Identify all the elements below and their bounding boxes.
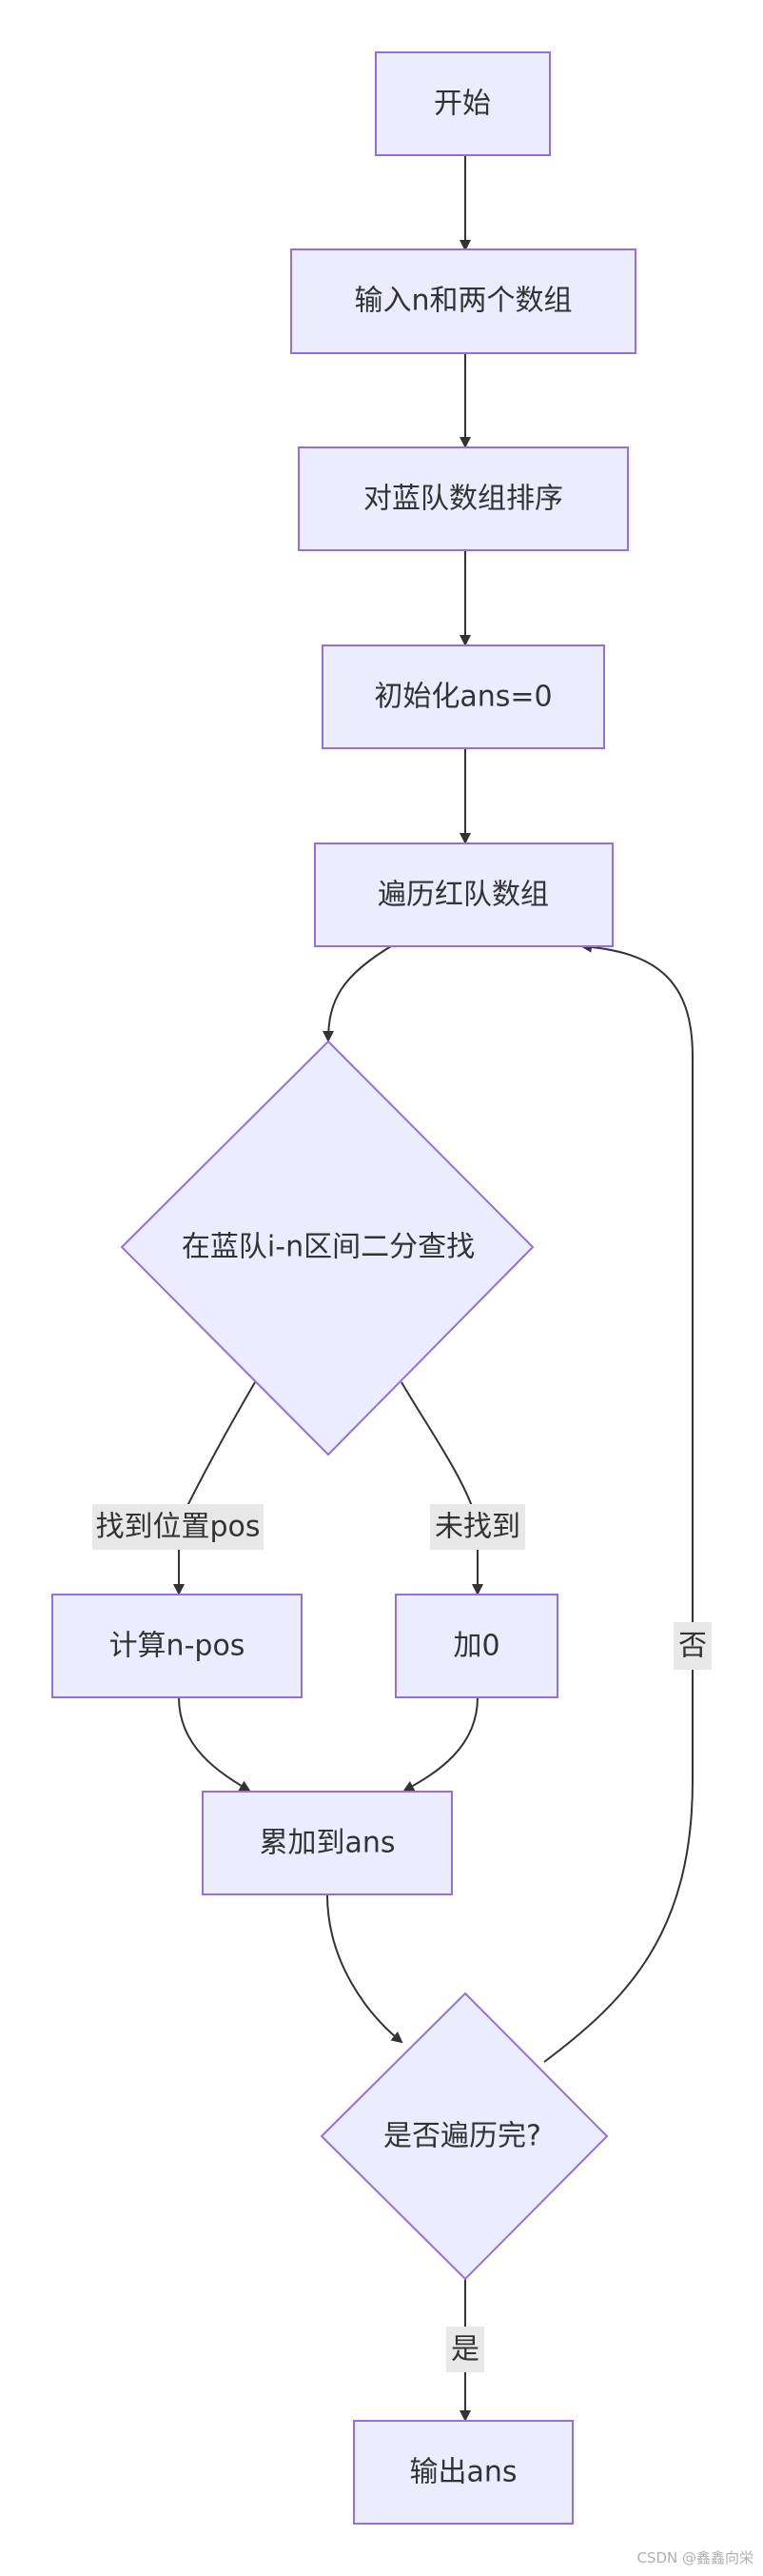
node-sort-blue: 对蓝队数组排序 <box>298 446 629 551</box>
node-binary-search: 在蓝队i-n区间二分查找 <box>120 1040 535 1456</box>
edge-loop-search <box>323 945 392 1042</box>
edge-label-found-text: 找到位置pos <box>95 1511 260 1544</box>
node-loop-red-label: 遍历红队数组 <box>378 879 549 912</box>
edge-label-found: 找到位置pos <box>92 1504 264 1550</box>
edge-label-yes: 是 <box>446 2327 484 2372</box>
node-input: 输入n和两个数组 <box>290 248 636 354</box>
edge-search-calc <box>173 1381 256 1595</box>
nodes: 开始 输入n和两个数组 对蓝队数组排序 初始化ans=0 遍历红队数组 在蓝队i… <box>51 51 636 2525</box>
edge-label-no: 否 <box>674 1622 712 1670</box>
edge-search-addzero <box>401 1381 483 1595</box>
node-start: 开始 <box>375 51 551 156</box>
node-sort-blue-label: 对蓝队数组排序 <box>363 483 563 516</box>
node-init-ans-label: 初始化ans=0 <box>374 681 552 714</box>
edge-labels: 找到位置pos 未找到 否 是 <box>92 1504 712 2372</box>
node-accumulate-label: 累加到ans <box>259 1827 395 1860</box>
node-init-ans: 初始化ans=0 <box>322 644 605 749</box>
edge-check-loop-back <box>543 941 694 2063</box>
watermark: CSDN @鑫鑫向栄 <box>636 2549 753 2566</box>
edge-label-not-found-text: 未找到 <box>435 1511 520 1544</box>
node-start-label: 开始 <box>434 88 491 121</box>
edge-label-no-text: 否 <box>678 1630 707 1663</box>
node-input-label: 输入n和两个数组 <box>354 285 572 318</box>
node-binary-search-label: 在蓝队i-n区间二分查找 <box>182 1231 475 1264</box>
node-add-zero: 加0 <box>395 1594 558 1698</box>
edge-label-yes-text: 是 <box>451 2333 479 2367</box>
edge-calc-accumulate <box>178 1696 251 1793</box>
node-accumulate: 累加到ans <box>202 1791 453 1895</box>
node-output: 输出ans <box>353 2420 574 2525</box>
node-add-zero-label: 加0 <box>453 1630 499 1663</box>
node-calc-label: 计算n-pos <box>109 1630 245 1663</box>
edge-label-not-found: 未找到 <box>430 1504 525 1550</box>
node-loop-red: 遍历红队数组 <box>314 842 614 947</box>
edge-addzero-accumulate <box>402 1696 479 1792</box>
node-done-check-label: 是否遍历完? <box>383 2120 541 2153</box>
edge-accumulate-check <box>326 1893 403 2044</box>
node-output-label: 输出ans <box>409 2456 517 2489</box>
node-calc: 计算n-pos <box>51 1594 303 1698</box>
node-done-check: 是否遍历完? <box>320 1991 609 2281</box>
edges <box>173 155 694 2422</box>
